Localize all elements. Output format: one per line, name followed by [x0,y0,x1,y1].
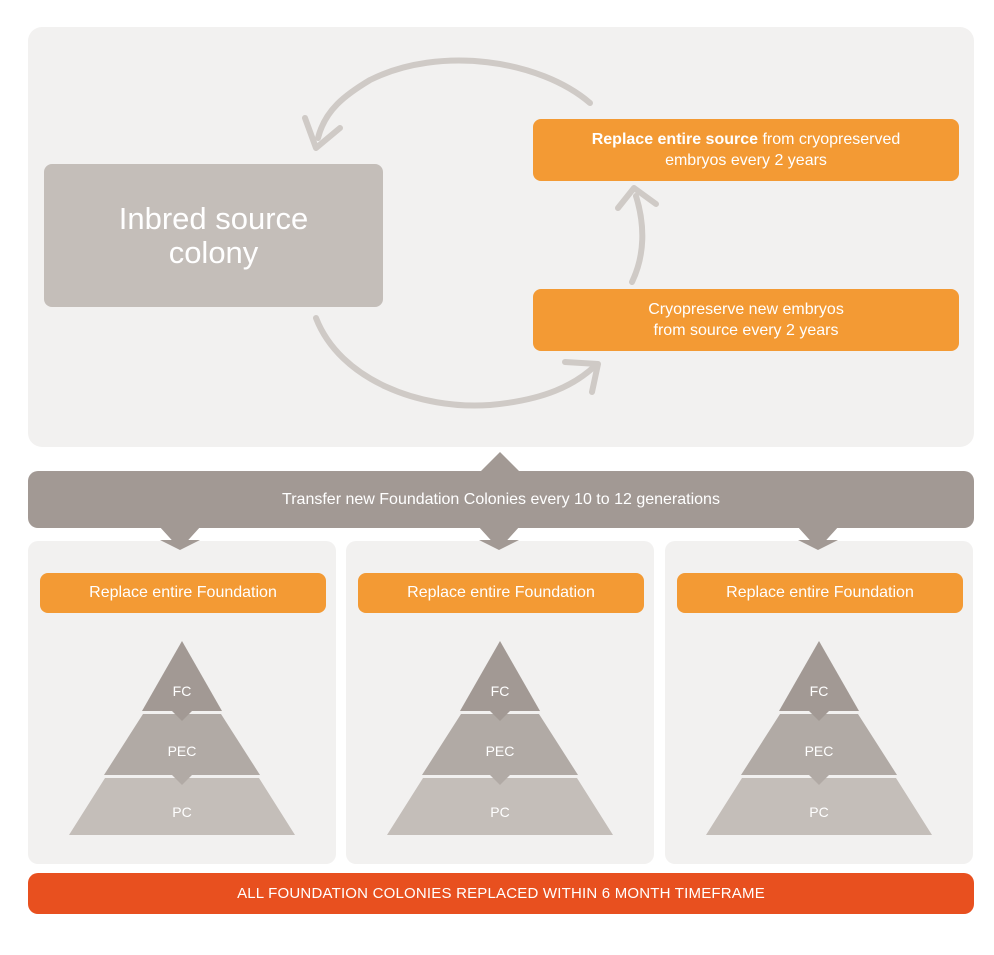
replace-foundation-text-1: Replace entire Foundation [89,584,277,601]
pyramid-3-notch-fc [809,711,829,721]
replace-foundation-label-2: Replace entire Foundation [358,573,644,613]
arc-arrow-to-source [315,57,593,141]
pyramid-2-notch-pec [490,775,510,785]
pyramid-2-fc-label: FC [491,683,510,699]
replace-source-box: Replace entire source from cryopreserved… [533,119,959,181]
inbred-source-colony-box: Inbred source colony [44,164,383,307]
arrowhead-to-replace-source [615,185,659,211]
pyramid-1: FC PEC PC [69,641,295,835]
pyramid-1-pc-tier [69,778,295,835]
pyramid-2-notch-fc [490,711,510,721]
pyramid-3-pec-tier [741,714,897,775]
cryopreserve-box: Cryopreserve new embryos from source eve… [533,289,959,351]
pyramid-3-pc-tier [706,778,932,835]
column-notch-2 [479,540,519,550]
cryopreserve-line2: from source every 2 years [653,322,839,339]
replace-foundation-label-1: Replace entire Foundation [40,573,326,613]
pyramid-1-notch-fc [172,711,192,721]
pyramid-3-pec-label: PEC [805,743,834,759]
column-notch-3 [798,540,838,550]
pyramid-1-pec-label: PEC [168,743,197,759]
cryopreserve-line1: Cryopreserve new embryos [648,301,844,318]
pyramid-1-pc-label: PC [172,804,191,820]
pyramid-2-pec-tier [422,714,578,775]
transfer-band: Transfer new Foundation Colonies every 1… [28,471,974,528]
replace-source-bold: Replace entire source [591,131,759,148]
arc-arrow-to-replace-source [629,193,646,285]
pyramid-1-fc-label: FC [173,683,192,699]
pyramid-2: FC PEC PC [387,641,613,835]
arrowhead-to-source [302,115,343,151]
replace-foundation-label-3: Replace entire Foundation [677,573,963,613]
pyramid-1-pec-tier [104,714,260,775]
replace-source-rest: from cryopreserved [758,131,901,148]
pyramid-1-notch-pec [172,775,192,785]
pyramid-2-pec-label: PEC [486,743,515,759]
transfer-label: Transfer new Foundation Colonies every 1… [282,490,720,508]
footer-label: ALL FOUNDATION COLONIES REPLACED WITHIN … [237,885,765,902]
transfer-notch-top [480,452,520,472]
pyramid-2-fc-tier [460,641,540,711]
replacement-timeframe-band: ALL FOUNDATION COLONIES REPLACED WITHIN … [28,873,974,914]
replace-foundation-text-2: Replace entire Foundation [407,584,595,601]
pyramid-3-fc-tier [779,641,859,711]
pyramid-3-pc-label: PC [809,804,828,820]
pyramid-3: FC PEC PC [706,641,932,835]
pyramid-2-pc-tier [387,778,613,835]
source-label: Inbred source colony [118,200,309,270]
arc-arrow-to-cryopreserve [313,315,599,409]
replace-foundation-text-3: Replace entire Foundation [726,584,914,601]
arrowhead-to-cryopreserve [562,359,601,395]
column-notch-1 [160,540,200,550]
pyramid-3-notch-pec [809,775,829,785]
pyramid-3-fc-label: FC [810,683,829,699]
pyramid-2-pc-label: PC [490,804,509,820]
pyramid-1-fc-tier [142,641,222,711]
replace-source-line2: embryos every 2 years [665,152,827,169]
